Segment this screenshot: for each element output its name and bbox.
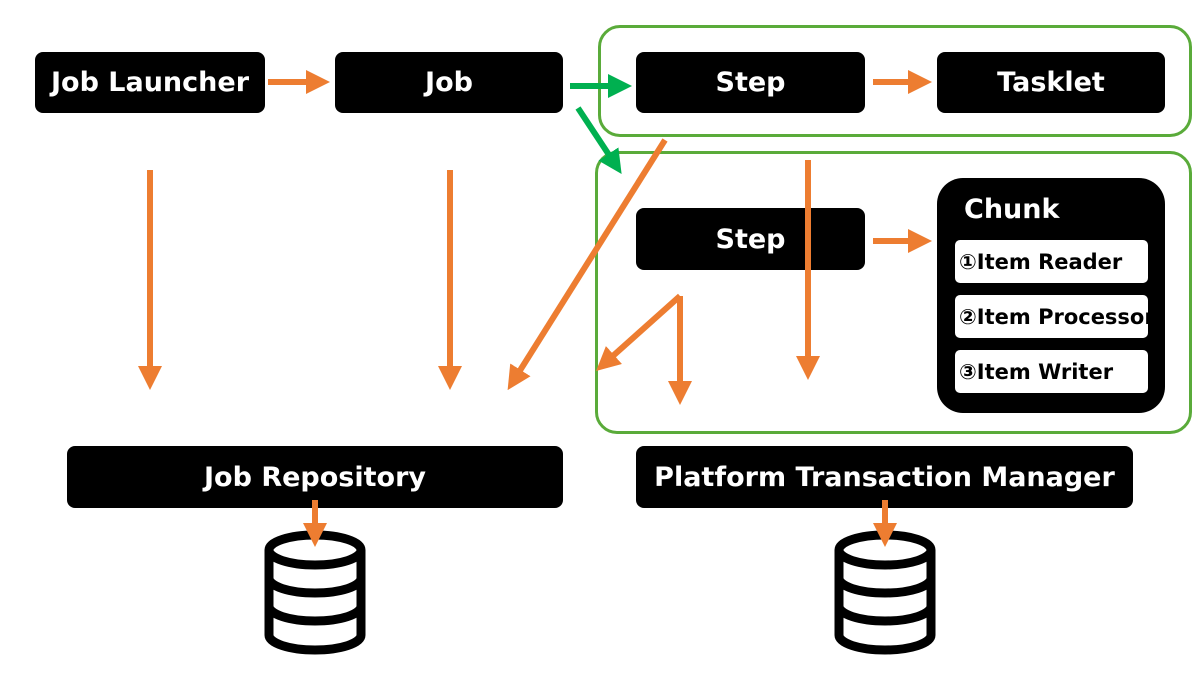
transaction-manager-node: Platform Transaction Manager [636,446,1133,508]
arrow [507,138,668,391]
step-chunk-node: Step [636,208,865,270]
database-icon [834,530,936,655]
job-node: Job [335,52,563,113]
arrow [596,293,682,371]
item-processor: ②Item Processor [955,295,1148,338]
chunk-title: Chunk [964,194,1060,225]
job-repository-node: Job Repository [67,446,563,508]
tasklet-step-group [598,25,1192,137]
chunk-node: Chunk ①Item Reader ②Item Processor ③Item… [937,178,1165,413]
database-icon [264,530,366,655]
step-tasklet-node: Step [636,52,865,113]
tasklet-node: Tasklet [937,52,1165,113]
job-launcher-node: Job Launcher [35,52,265,113]
item-writer: ③Item Writer [955,350,1148,393]
item-reader: ①Item Reader [955,240,1148,283]
chunk-step-group [595,151,1192,434]
flow-arrow [575,106,622,175]
